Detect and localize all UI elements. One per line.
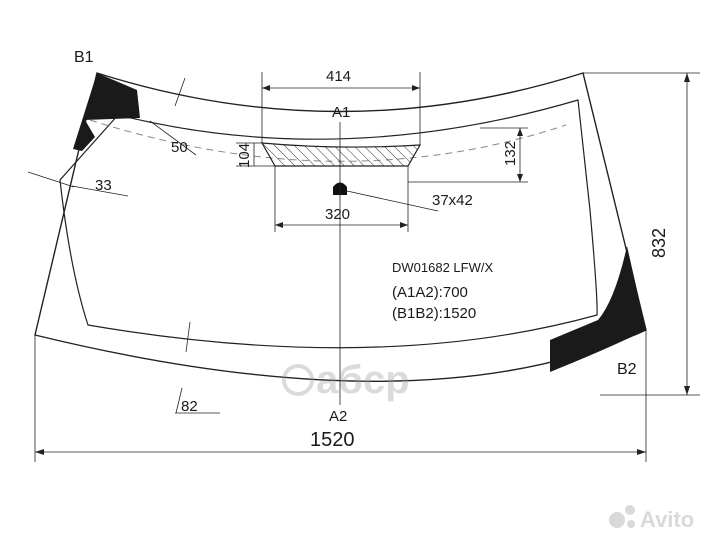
hole-size-value: 37x42 — [432, 192, 473, 209]
dim-1520-value: 1520 — [310, 429, 355, 451]
label-a2: A2 — [329, 408, 347, 425]
label-b2: B2 — [617, 361, 637, 378]
dim-320-arrow-left — [275, 222, 283, 228]
dim-320-arrow-right — [400, 222, 408, 228]
dim-132-arrow-bottom — [517, 174, 523, 182]
dim-33-leader-2 — [71, 185, 129, 197]
dim-82-value: 82 — [181, 398, 198, 415]
dim-33-leader — [27, 171, 75, 188]
dim-832-value: 832 — [649, 228, 669, 258]
b1b2-measure: (B1B2):1520 — [392, 305, 476, 322]
dim-82-tick-bottom — [175, 387, 183, 414]
dim-132-value: 132 — [502, 141, 519, 166]
abcp-logo-circle — [282, 364, 314, 396]
dim-50-tick — [174, 77, 186, 107]
part-code: DW01682 LFW/X — [392, 260, 493, 275]
avito-logo-circle-2 — [625, 505, 635, 515]
hole-leader-line — [346, 190, 439, 212]
dim-82-tick-top — [185, 321, 191, 353]
glass-inner-outline — [59, 99, 598, 349]
dim-50-leader — [149, 120, 197, 156]
dim-832-arrow-bottom — [684, 386, 690, 395]
dim-414-value: 414 — [326, 68, 351, 85]
dim-33-value: 33 — [95, 177, 112, 194]
dim-320-value: 320 — [325, 206, 350, 223]
avito-logo-circle-3 — [627, 520, 635, 528]
frit-bottom-right — [550, 246, 646, 372]
dim-1520-arrow-right — [637, 449, 646, 455]
a1a2-measure: (A1A2):700 — [392, 284, 468, 301]
dim-414-arrow-right — [412, 85, 420, 91]
dim-1520-arrow-left — [35, 449, 44, 455]
sensor-area-hatched — [260, 142, 422, 167]
dim-50-value: 50 — [171, 139, 188, 156]
abcp-watermark-text: aбcp — [316, 358, 410, 402]
dim-104-value: 104 — [236, 143, 253, 168]
label-b1: B1 — [74, 49, 94, 66]
avito-watermark: Avito — [609, 505, 694, 532]
frit-top-left — [73, 73, 140, 151]
dim-132-arrow-top — [517, 128, 523, 136]
dim-414-arrow-left — [262, 85, 270, 91]
label-a1: A1 — [332, 104, 350, 121]
dim-832-arrow-top — [684, 73, 690, 82]
avito-watermark-text: Avito — [640, 507, 694, 532]
abcp-watermark: aбcp — [282, 358, 410, 402]
avito-logo-circle-1 — [609, 512, 625, 528]
